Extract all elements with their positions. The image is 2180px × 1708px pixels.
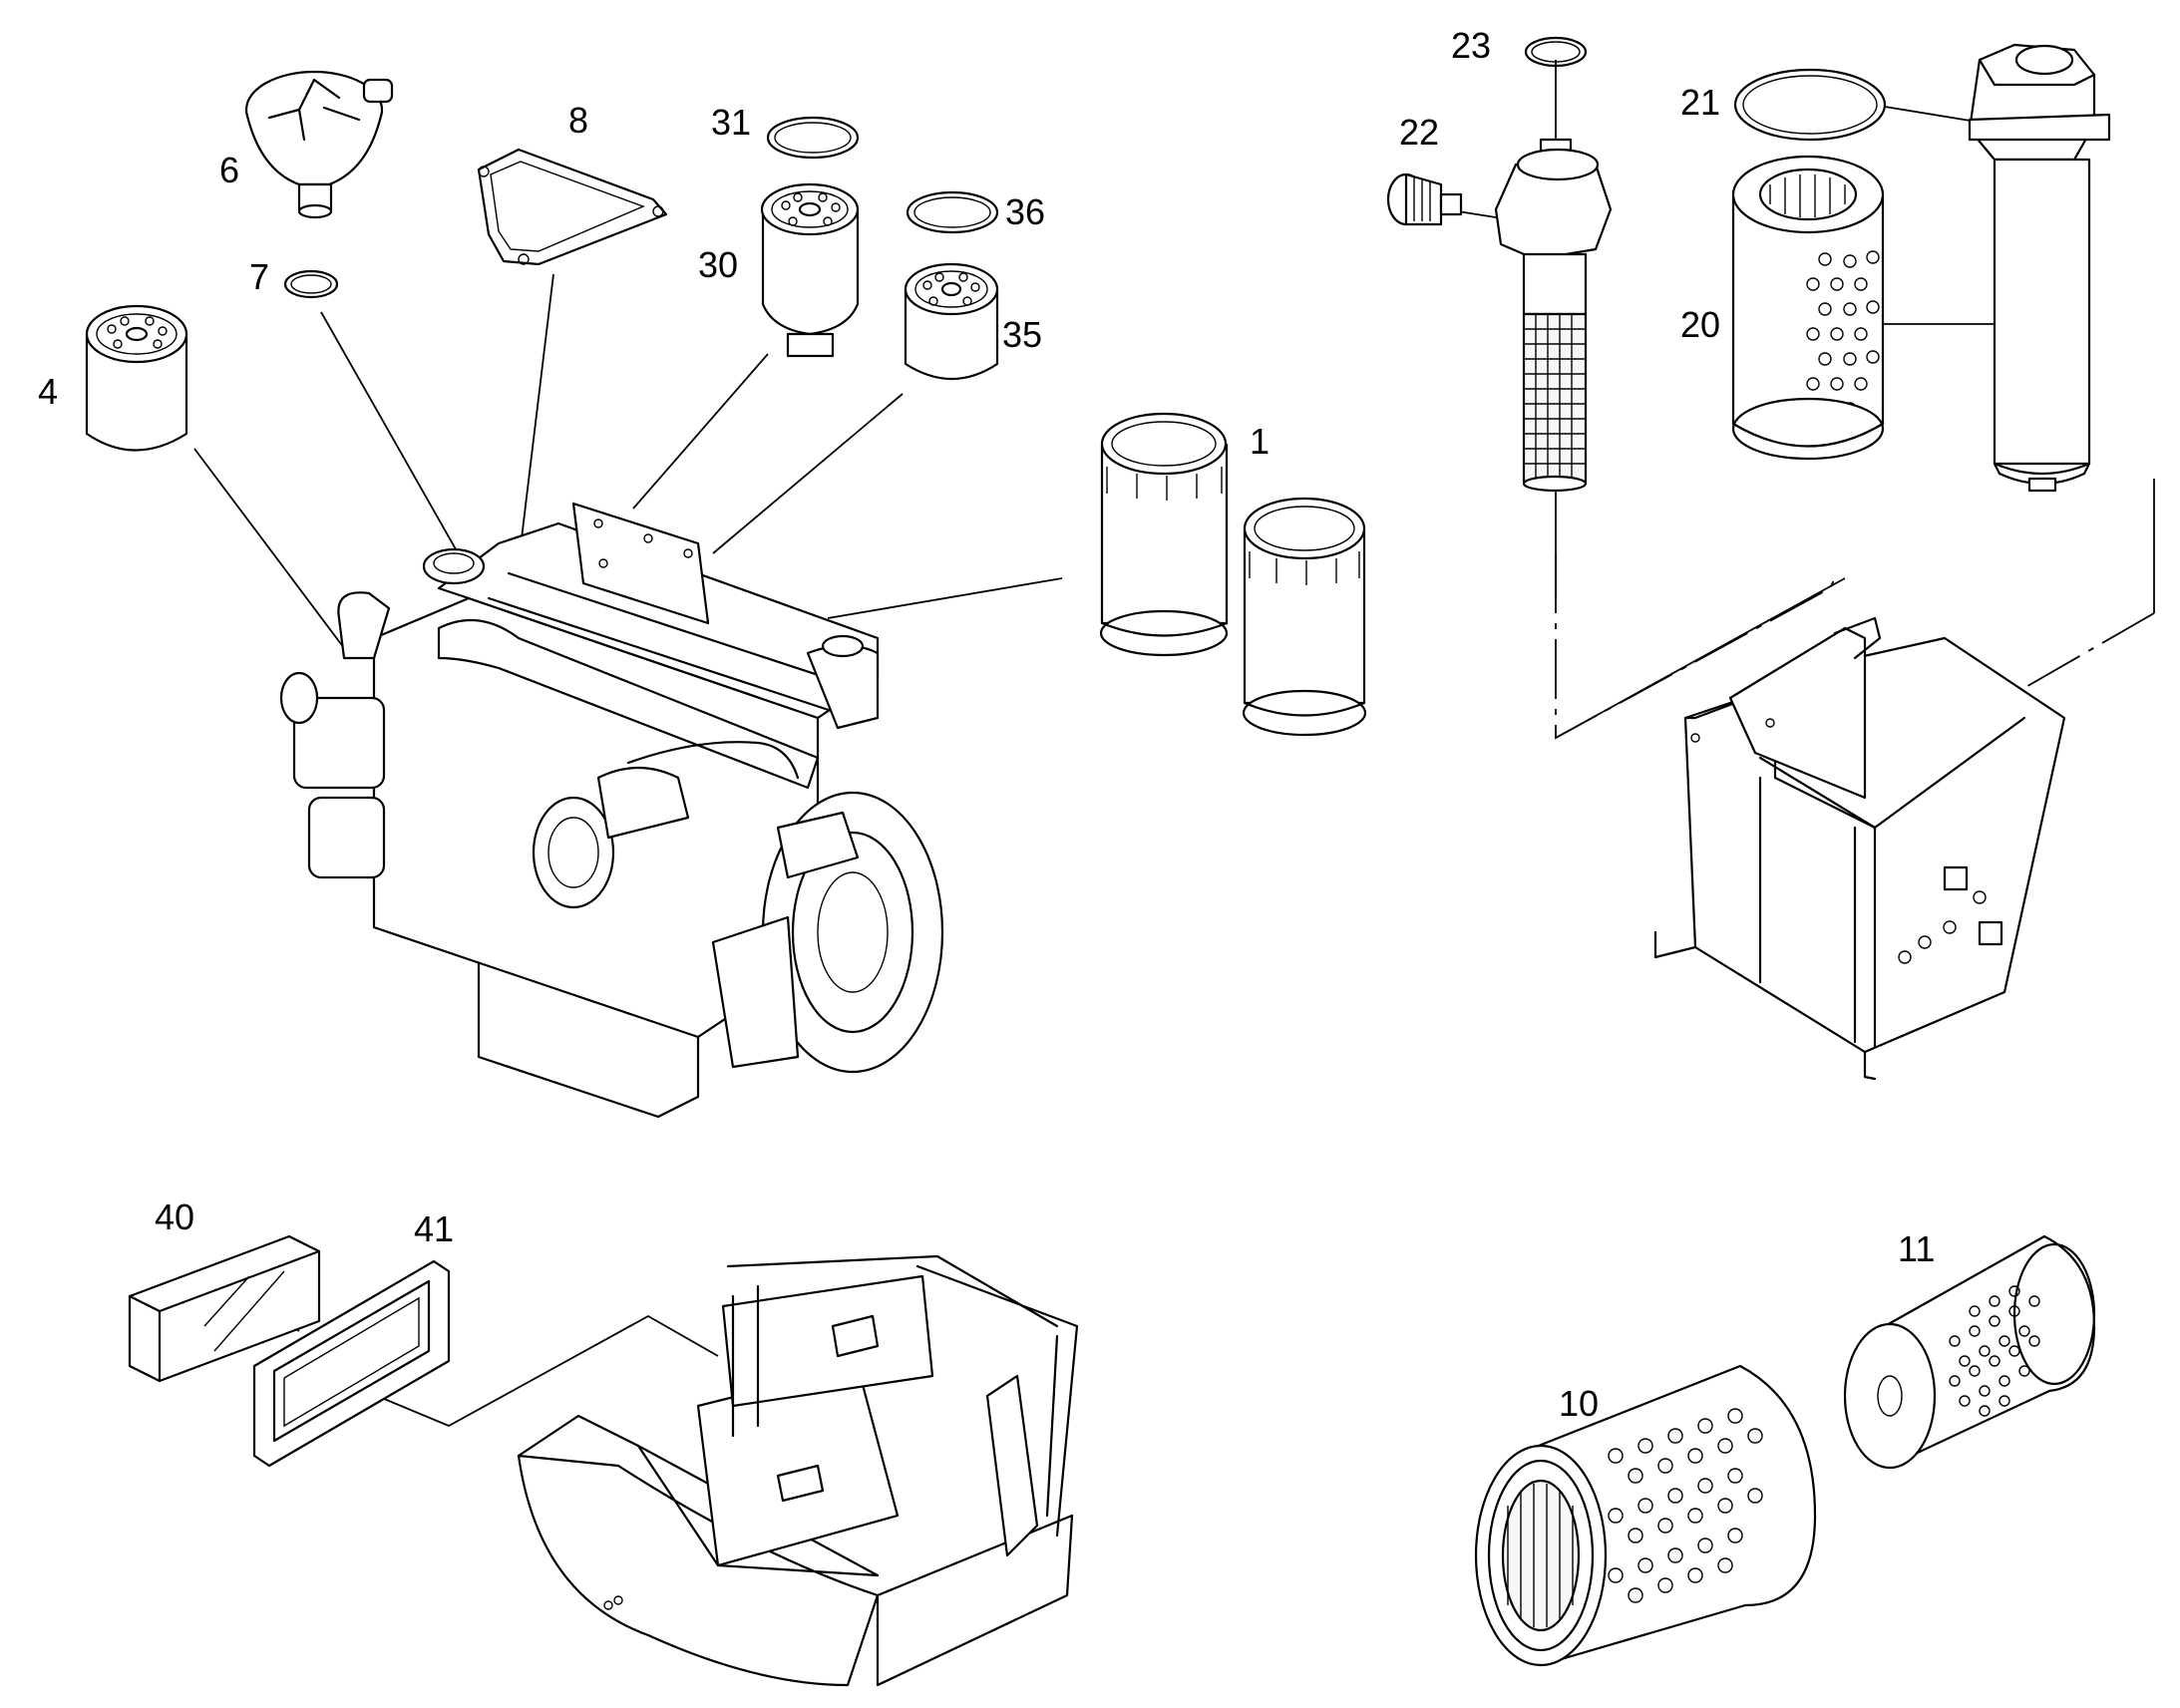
engine-assembly [279,502,944,1119]
cab-frame [517,1254,1079,1687]
oil-filter-4 [85,304,188,452]
callout-21: 21 [1680,82,1720,123]
callout-6: 6 [219,150,239,190]
callout-4: 4 [38,371,58,412]
callout-11: 11 [1898,1228,1935,1269]
filter-element-20 [1731,155,1885,461]
o-ring-21 [1733,68,1887,142]
o-ring-36 [906,190,999,234]
callout-31: 31 [711,102,751,143]
air-filter-11 [1843,1234,2096,1470]
callout-labels: 1 4 6 7 8 10 11 20 21 22 23 30 31 35 36 … [38,25,1935,1424]
callout-36: 36 [1005,191,1045,232]
callout-1: 1 [1250,421,1270,462]
callout-35: 35 [1002,314,1042,355]
callout-23: 23 [1451,25,1491,66]
o-ring-31 [766,116,860,160]
callout-22: 22 [1399,112,1439,153]
breather-cap [244,70,394,219]
filter-35 [904,262,999,380]
fuel-filter-30 [760,182,860,358]
callout-8: 8 [568,100,588,141]
callout-40: 40 [155,1196,194,1237]
o-ring-23 [1524,36,1588,68]
filter-housing-21 [1968,43,2111,493]
o-ring-7 [283,269,339,299]
callout-7: 7 [249,256,269,297]
cabin-filter-40 [128,1234,321,1383]
air-filter-10 [1474,1364,1817,1667]
cabin-filter-41 [252,1259,451,1468]
strainer-housing [1494,138,1613,493]
hydraulic-tank [1653,616,2066,1081]
knob-22 [1386,172,1463,226]
leader-lines [193,60,2155,1427]
oil-filter-1a [1099,412,1229,657]
callout-10: 10 [1559,1383,1599,1424]
oil-filter-1b [1242,497,1367,737]
callout-41: 41 [414,1208,454,1249]
perforation-dots-10 [1608,1408,1763,1603]
callout-20: 20 [1680,304,1720,345]
perforation-dots-11 [1949,1285,2040,1417]
callout-30: 30 [698,244,738,285]
gasket-8 [477,148,668,266]
